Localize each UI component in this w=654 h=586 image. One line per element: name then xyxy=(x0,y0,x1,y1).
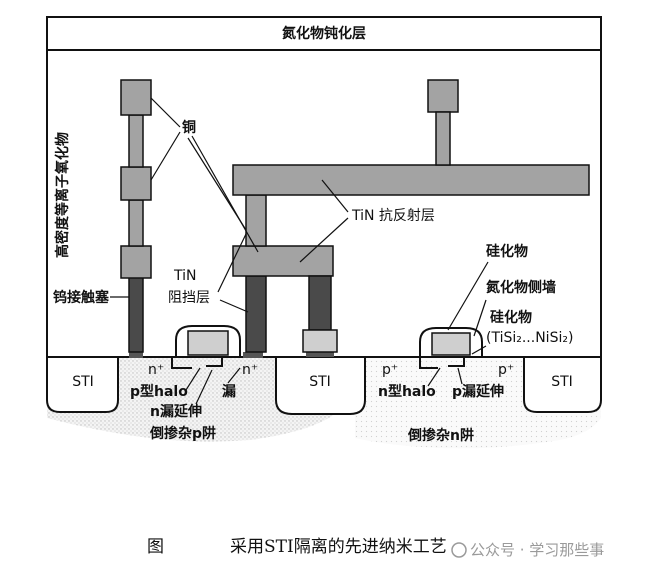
w-plug-middle-2 xyxy=(308,275,332,331)
contact-cap-middle xyxy=(302,329,338,353)
caption-figure-word: 图 xyxy=(147,537,164,557)
w-plug-middle xyxy=(245,275,267,353)
metal2-left xyxy=(120,166,152,201)
silicide-label: 硅化物 xyxy=(486,243,528,260)
sti-right-shape xyxy=(523,356,602,413)
n-ldd-leader xyxy=(195,369,213,405)
tin-barrier-label-1: TiN xyxy=(173,268,196,284)
metal1-middle xyxy=(232,245,334,277)
nmos-gate xyxy=(187,330,229,356)
via-middle xyxy=(245,194,267,247)
metal3-right xyxy=(427,79,459,113)
sti-left-shape xyxy=(46,356,119,413)
watermark: 公众号 · 学习那些事 xyxy=(470,541,604,559)
via2-left xyxy=(128,114,144,168)
tin-barrier-label-2: 阻挡层 xyxy=(168,290,210,306)
nplus-right-label: n⁺ xyxy=(242,362,258,378)
retro-pwell-label: 倒掺杂p阱 xyxy=(149,425,216,442)
pplus-right-label: p⁺ xyxy=(498,362,514,378)
via1-left xyxy=(128,199,144,247)
top-layer-label: 氮化物钝化层 xyxy=(281,25,366,42)
metal3-left xyxy=(120,79,152,116)
silicide-pad-3 xyxy=(306,351,334,357)
silicide-pad-1 xyxy=(129,352,143,358)
nitride-spacer-label: 氮化物侧墙 xyxy=(485,279,556,296)
copper-leader-2 xyxy=(150,131,181,181)
spacer-leader xyxy=(473,299,487,337)
p-ldd-label: p漏延伸 xyxy=(452,383,504,400)
drain-leader xyxy=(227,367,241,384)
via2-right xyxy=(435,111,451,166)
copper-label: 铜 xyxy=(182,119,196,136)
metal1-left xyxy=(120,245,152,279)
copper-leader-1 xyxy=(150,97,181,128)
p-halo-leader xyxy=(185,367,201,391)
sti-middle-label: STI xyxy=(309,374,331,390)
retro-nwell-label: 倒掺杂n阱 xyxy=(407,427,474,444)
n-halo-label: n型halo xyxy=(378,383,436,400)
metal2-bar xyxy=(232,164,590,196)
sti-middle-shape xyxy=(275,356,366,415)
caption-text: 采用STI隔离的先进纳米工艺 xyxy=(230,537,447,557)
silicide2-leader xyxy=(471,345,487,355)
wechat-icon xyxy=(451,542,467,558)
tin-arc-leader-1 xyxy=(321,179,349,213)
nplus-left-label: n⁺ xyxy=(148,362,164,378)
pmos-gate xyxy=(431,332,471,356)
n-ldd-label: n漏延伸 xyxy=(150,403,202,420)
p-halo-label: p型halo xyxy=(130,383,188,400)
sti-left-label: STI xyxy=(72,374,94,390)
silicide-leader xyxy=(447,261,489,331)
w-plug-label: 钨接触塞 xyxy=(53,289,110,306)
silicide-pad-2 xyxy=(243,352,263,358)
tin-barrier-leader-2 xyxy=(219,299,249,313)
nmos-ldd-left xyxy=(171,358,192,369)
hdp-oxide-label: 高密度等离子氧化物 xyxy=(54,132,71,258)
tin-arc-leader-2 xyxy=(299,217,349,263)
nmos-ldd-right xyxy=(206,358,223,367)
tin-barrier-leader-1 xyxy=(217,233,247,293)
pplus-left-label: p⁺ xyxy=(382,362,398,378)
pmos-ldd-left xyxy=(419,358,438,369)
n-halo-leader xyxy=(427,367,441,387)
silicide2-label: 硅化物 xyxy=(490,309,532,326)
silicide2-formula: (TiSi₂...NiSi₂) xyxy=(486,330,573,346)
drain-label: 漏 xyxy=(222,384,236,400)
tin-arc-label: TiN 抗反射层 xyxy=(351,208,435,224)
sti-right-label: STI xyxy=(551,374,573,390)
pmos-ldd-right xyxy=(448,358,465,367)
copper-leader-4 xyxy=(191,135,259,253)
p-ldd-leader xyxy=(457,367,463,385)
